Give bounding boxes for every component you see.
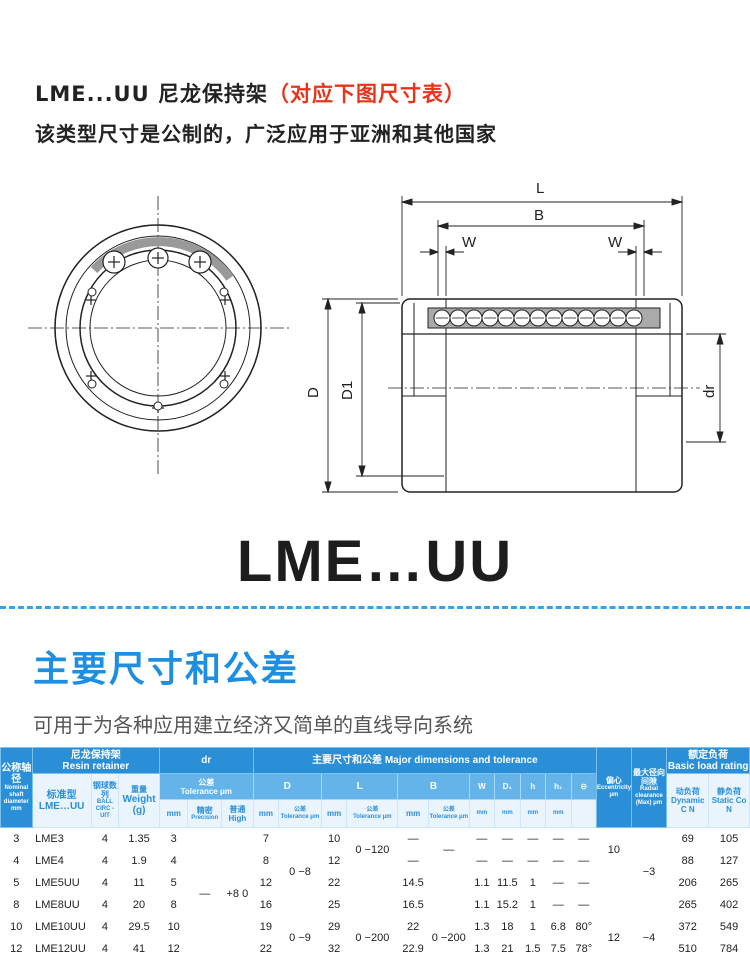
section-subtitle: 可用于为各种应用建立经济又简单的直线导向系统	[33, 709, 473, 738]
header-title-accent: （对应下图尺寸表）	[268, 82, 466, 106]
dimension-lines	[322, 196, 726, 492]
th-radial: 最大径向间隙 Radial clearance (Max) μm	[631, 748, 667, 828]
th-B-mm: mm	[398, 800, 429, 828]
label-D1: D1	[339, 381, 356, 400]
th-dr-tol: 公差 Tolerance μm	[159, 774, 253, 800]
header-title-main: LME...UU 尼龙保持架	[35, 82, 268, 106]
L-tolerance-a: 0 −120	[347, 828, 398, 873]
eccentricity-blank	[597, 872, 632, 894]
label-L: L	[536, 180, 544, 197]
th-D: D	[253, 774, 321, 800]
th-dynamic: 动负荷 Dynamic C N	[667, 774, 709, 828]
th-B: B	[398, 774, 469, 800]
model-title: LME…UU	[0, 528, 750, 595]
dr-high: +8 0	[222, 828, 254, 960]
th-W: W	[469, 774, 494, 800]
radial-b: −4	[631, 916, 667, 960]
th-major: 主要尺寸和公差 Major dimensions and tolerance	[253, 748, 596, 774]
th-h: h	[520, 774, 545, 800]
th-balls: 钢球数列 BALL CIRC -UIT	[91, 774, 119, 828]
B-tolerance-empty: —	[428, 828, 469, 873]
D-tolerance-a: 0 −8	[279, 828, 322, 917]
ball-icon	[103, 248, 211, 273]
end-view	[28, 196, 292, 476]
th-resin: 尼龙保持架 Resin retainer	[32, 748, 159, 774]
bearing-drawing: L B W W D D1 dr	[0, 160, 750, 520]
label-W-left: W	[462, 234, 477, 251]
dr-precision: —	[188, 828, 222, 960]
th-nominal: 公称轴径 Nominal shaft diameter mm	[1, 748, 33, 828]
th-D-mm: mm	[253, 800, 278, 828]
side-view	[388, 299, 700, 492]
label-dr: dr	[701, 385, 718, 398]
th-eccentricity: 偏心 Eccentricity μm	[597, 748, 632, 828]
divider	[0, 606, 750, 609]
header-subtitle: 该类型尺寸是公制的，广泛应用于亚洲和其他国家	[35, 118, 497, 147]
th-L-mm: mm	[321, 800, 346, 828]
th-high: 普通 High	[222, 800, 254, 828]
th-h1: h₁	[546, 774, 571, 800]
B-tolerance-blank	[428, 872, 469, 894]
th-load: 额定负荷 Basic load rating	[667, 748, 750, 774]
spec-table: 公称轴径 Nominal shaft diameter mm 尼龙保持架 Res…	[0, 747, 750, 960]
table-row: 3 LME3 4 1.35 3 — +8 0 7 0 −8 10 0 −120 …	[1, 828, 750, 851]
th-weight: 重量 Weight (g)	[119, 774, 160, 828]
radial-a: −3	[631, 828, 667, 917]
th-static: 静负荷 Static Co N	[709, 774, 750, 828]
th-L: L	[321, 774, 397, 800]
eccentricity-b: 12	[597, 916, 632, 960]
L-tolerance-b: 0 −200	[347, 916, 398, 960]
B-tolerance: 0 −200	[428, 916, 469, 960]
th-W-mm: mm	[469, 800, 494, 828]
th-standard: 标准型 LME…UU	[32, 774, 91, 828]
th-theta-blank	[571, 800, 597, 828]
th-dr-mm: mm	[159, 800, 188, 828]
table-row: 10 LME10UU 4 29.5 10 19 0 −9 29 0 −200 2…	[1, 916, 750, 938]
th-dr: dr	[159, 748, 253, 774]
th-D1: D₁	[495, 774, 520, 800]
th-h1-mm: mm	[546, 800, 571, 828]
L-tolerance-blank	[347, 872, 398, 894]
label-B: B	[534, 207, 544, 224]
B-tolerance-blank	[428, 894, 469, 916]
label-D: D	[305, 387, 322, 398]
L-tolerance-blank	[347, 894, 398, 916]
eccentricity-blank	[597, 894, 632, 916]
eccentricity-a: 10	[597, 828, 632, 873]
th-precision: 精密 Precision	[188, 800, 222, 828]
D-tolerance-b: 0 −9	[279, 916, 322, 960]
th-D1-mm: mm	[495, 800, 520, 828]
th-theta: ⊖	[571, 774, 597, 800]
label-W-right: W	[608, 234, 623, 251]
th-h-mm: mm	[520, 800, 545, 828]
header-title: LME...UU 尼龙保持架（对应下图尺寸表）	[35, 78, 466, 108]
section-title: 主要尺寸和公差	[33, 640, 299, 692]
